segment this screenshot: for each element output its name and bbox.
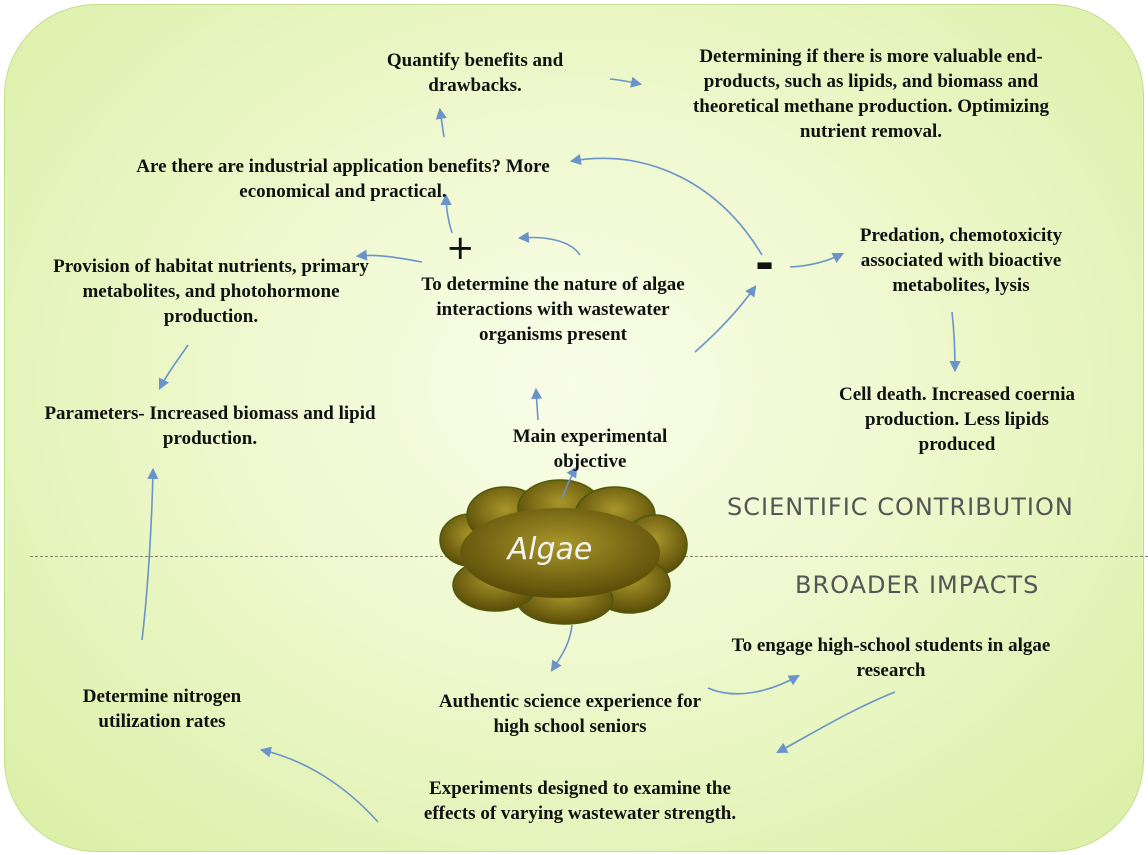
node-nitrogen: Determine nitrogen utilization rates	[82, 686, 242, 732]
arrow-cloud-to-authentic	[550, 624, 573, 672]
arrow-cloud-to-objective	[561, 466, 578, 499]
plus-sign: +	[446, 228, 475, 268]
node-quantify: Quantify benefits and drawbacks.	[386, 50, 564, 96]
node-nature: To determine the nature of algae interac…	[421, 274, 685, 345]
arrow-minus-to-predation	[789, 252, 845, 268]
arrow-quantify-to-determining	[609, 76, 643, 88]
node-parameters: Parameters- Increased biomass and lipid …	[44, 403, 376, 449]
node-experiments: Experiments designed to examine the effe…	[423, 778, 737, 824]
section-scientific-label: SCIENTIFIC CONTRIBUTION	[727, 493, 1074, 521]
section-broader-label: BROADER IMPACTS	[795, 571, 1040, 599]
node-determining: Determining if there is more valuable en…	[692, 46, 1050, 142]
arrow-engage-to-experiments	[776, 691, 896, 754]
node-engage: To engage high-school students in algae …	[731, 635, 1051, 681]
arrow-nature-to-minus	[694, 285, 757, 353]
arrow-authentic-to-engage	[707, 674, 800, 695]
background-panel	[4, 4, 1144, 852]
arrow-plus-to-provision	[355, 249, 423, 263]
arrow-nature-to-plus	[517, 231, 581, 256]
arrow-nitrogen-to-parameters	[141, 467, 159, 641]
arrow-predation-to-cell-death	[949, 311, 961, 373]
arrow-experiments-to-nitrogen	[259, 746, 379, 823]
arrow-objective-to-nature	[531, 387, 543, 421]
arrow-provision-to-parameters	[158, 344, 189, 391]
node-authentic: Authentic science experience for high sc…	[438, 691, 702, 737]
node-industrial: Are there are industrial application ben…	[136, 156, 550, 202]
arrow-minus-to-industrial	[569, 154, 763, 256]
node-provision: Provision of habitat nutrients, primary …	[53, 256, 369, 327]
node-predation: Predation, chemotoxicity associated with…	[859, 225, 1063, 296]
algae-label: Algae	[507, 532, 593, 567]
node-cell-death: Cell death. Increased coernia production…	[838, 384, 1076, 455]
node-main-objective: Main experimental objective	[512, 426, 668, 472]
arrow-industrial-to-quantify	[435, 107, 447, 138]
minus-sign: -	[755, 236, 775, 290]
arrow-plus-to-industrial	[440, 193, 453, 234]
algae-cloud	[439, 479, 688, 625]
